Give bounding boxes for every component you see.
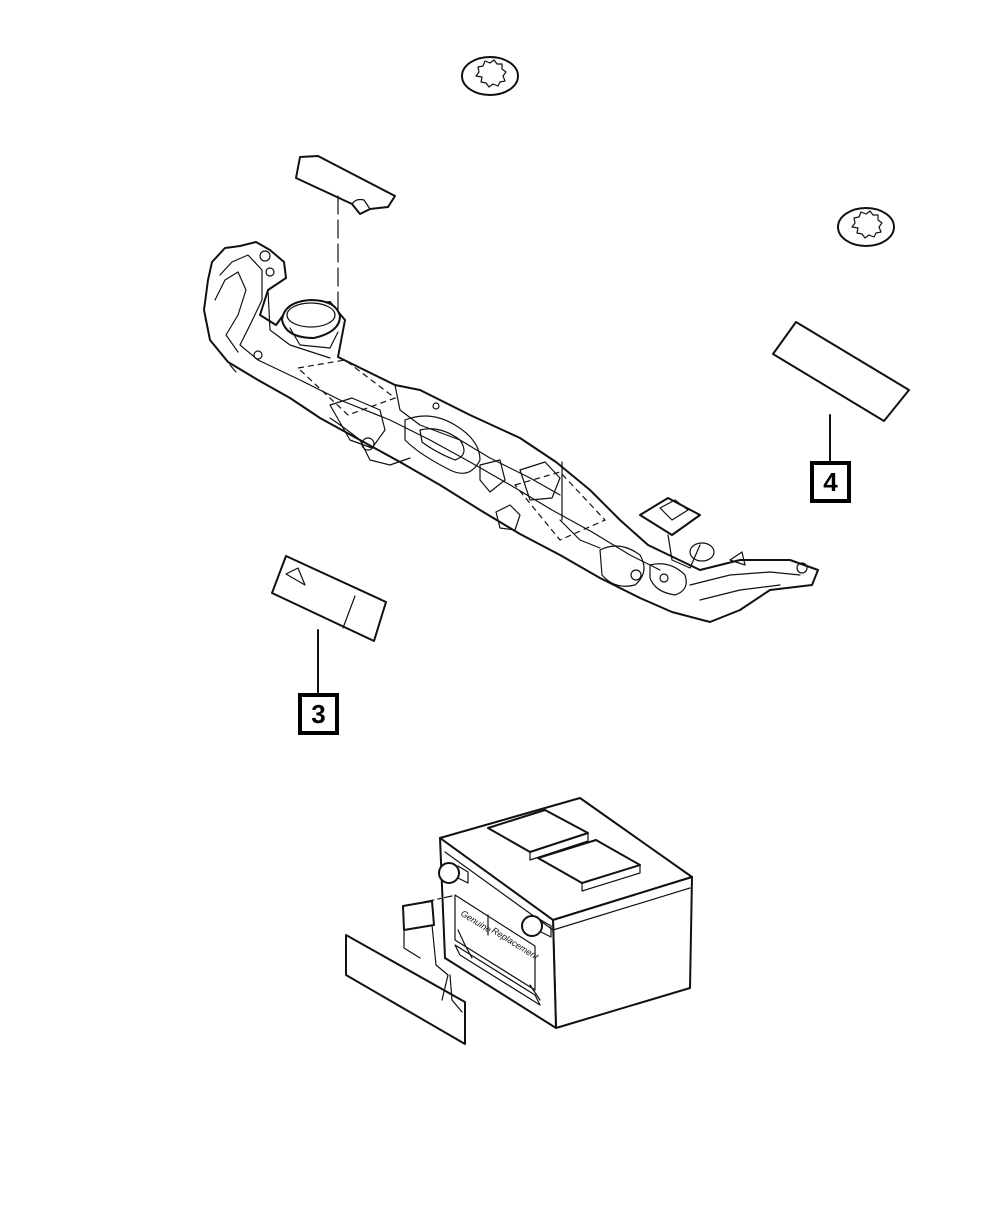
callout-3-number: 3 xyxy=(311,699,325,729)
callout-4: 4 xyxy=(810,461,851,503)
callout-3: 3 xyxy=(298,693,339,735)
seal-right xyxy=(837,207,895,247)
battery: Genuine Replacement xyxy=(423,797,693,1029)
seal-top xyxy=(461,56,519,96)
battery-label-sheet xyxy=(345,900,466,1045)
label-part-4 xyxy=(772,321,910,463)
label-part-3-warning xyxy=(271,555,387,694)
callout-4-number: 4 xyxy=(823,467,838,497)
radiator-crossmember xyxy=(203,241,819,623)
